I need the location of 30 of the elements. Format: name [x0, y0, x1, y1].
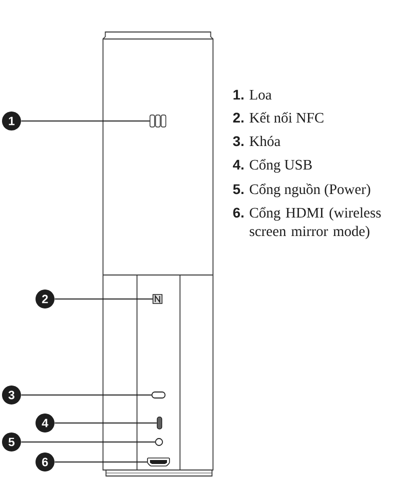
part-name: Cổng HDMI (wireless screen mirror mode) — [250, 206, 381, 240]
list-number: 3. — [233, 136, 244, 146]
callout-number: 4 — [36, 414, 54, 432]
leader-line — [54, 422, 157, 424]
power-jack — [155, 438, 163, 446]
hdmi-port — [147, 458, 170, 466]
list-number: 5. — [233, 184, 244, 194]
nfc-symbol — [152, 294, 162, 304]
leader-line — [54, 461, 148, 463]
part-name: Cổng nguồn (Power) — [250, 183, 370, 198]
speaker-grille — [150, 114, 166, 128]
part-name: Khóa — [250, 136, 280, 146]
leader-line — [21, 120, 150, 122]
callout-number: 2 — [36, 290, 54, 308]
list-number: 6. — [233, 208, 244, 218]
leader-line — [21, 441, 156, 443]
leader-line — [21, 394, 152, 396]
callout-number: 1 — [2, 112, 21, 130]
usb-port — [156, 416, 162, 430]
callout-number: 6 — [36, 452, 54, 472]
lock-slot — [152, 392, 166, 398]
part-name: Loa — [250, 90, 272, 100]
part-name: Cổng USB — [250, 158, 312, 173]
leader-line — [54, 298, 153, 300]
list-number: 1. — [234, 90, 244, 100]
list-number: 2. — [233, 112, 244, 122]
list-number: 4. — [232, 160, 244, 170]
part-name: Kết nối NFC — [250, 112, 324, 123]
callout-number: 5 — [2, 432, 21, 452]
callout-number: 3 — [2, 386, 21, 404]
